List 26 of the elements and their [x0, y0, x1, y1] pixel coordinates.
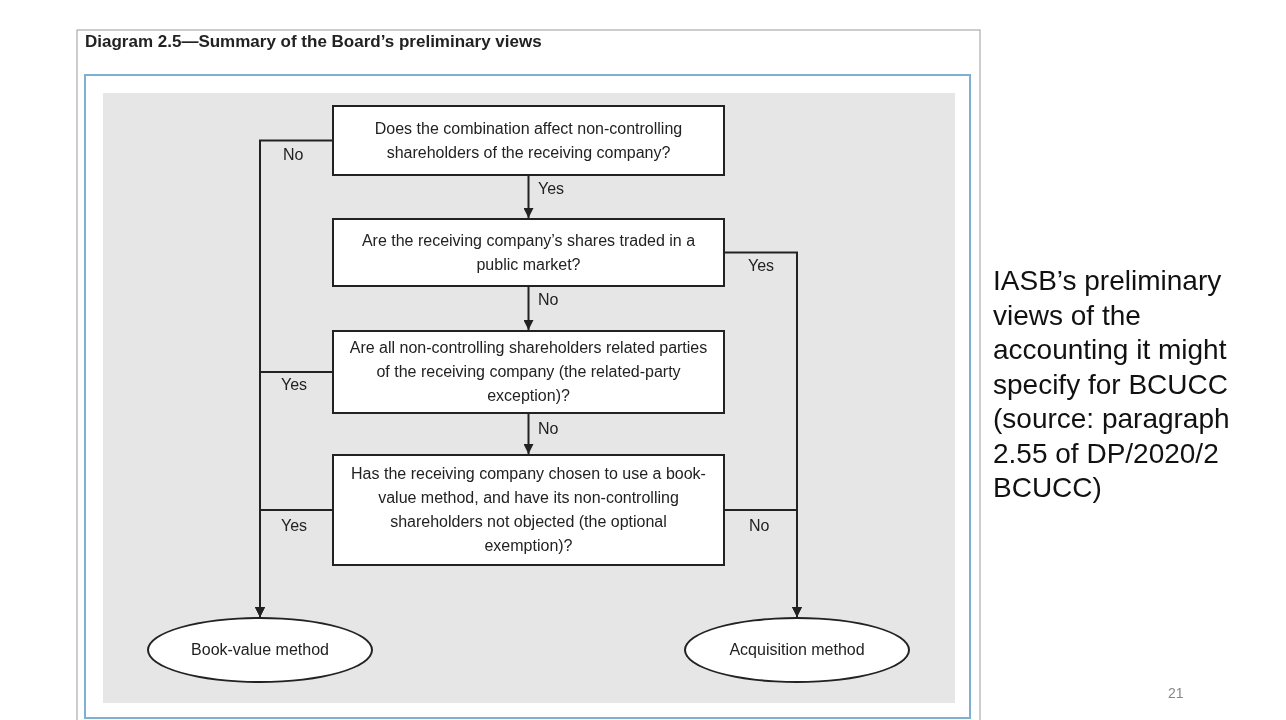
edge-label: Yes — [281, 517, 308, 535]
side-note: IASB’s preliminary views of the accounting it might specify for BCUCC (source: paragraph 2.55 of DP/2020/2 BCUCC) — [993, 264, 1231, 505]
edge-label: Yes — [748, 257, 775, 275]
decision-box — [332, 218, 725, 287]
arrow — [523, 175, 534, 219]
arrow — [523, 286, 534, 331]
node-text: Book-value method — [191, 640, 329, 660]
diagram-title: Diagram 2.5—Summary of the Board’s preliminary views — [85, 32, 542, 52]
decision-box — [332, 454, 725, 566]
node-text: Acquisition method — [729, 640, 865, 660]
decision-box — [332, 105, 725, 176]
edge-label: No — [749, 517, 770, 535]
page-number: 21 — [1168, 684, 1185, 702]
edge-label: No — [538, 291, 559, 309]
arrow — [255, 509, 333, 618]
node-text: Does the combination affect non-controlling shareholders of the receiving company? — [373, 118, 684, 163]
node-text: Are all non-controlling shareholders related parties of the receiving company (the related-party exception)? — [348, 338, 709, 406]
edge-label: Yes — [281, 376, 308, 394]
arrow — [724, 509, 802, 618]
node-text: Are the receiving company’s shares traded in a public market? — [360, 230, 697, 275]
edge-label: No — [538, 420, 559, 438]
arrow — [523, 413, 534, 455]
edge-label: No — [283, 146, 304, 164]
node-text: Has the receiving company chosen to use a book-value method, and have its non-controlling shareholders not objected (the optional exemption)? — [350, 464, 707, 556]
decision-box — [332, 330, 725, 414]
edge-label: Yes — [538, 180, 565, 198]
